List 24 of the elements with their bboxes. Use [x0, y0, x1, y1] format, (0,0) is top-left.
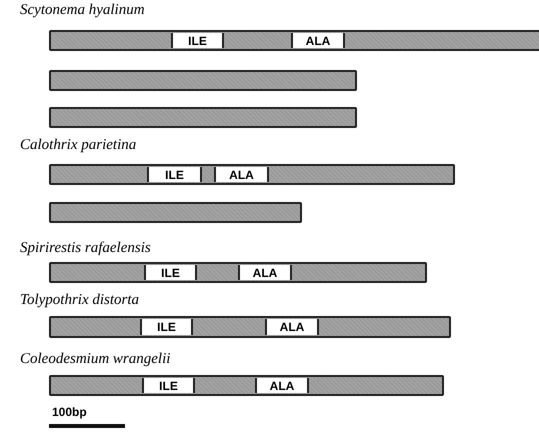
gene-map-bar — [49, 107, 357, 128]
species-name: Coleodesmium wrangelii — [20, 351, 170, 368]
trna-gene-box: ILE — [144, 265, 197, 280]
gene-map-bar — [49, 164, 455, 185]
trna-gene-box: ILE — [171, 33, 224, 48]
species-name: Calothrix parietina — [20, 137, 136, 154]
gene-map-bar — [49, 30, 539, 51]
species-name: Tolypothrix distorta — [20, 292, 140, 309]
scale-label: 100bp — [52, 405, 87, 419]
trna-gene-box: ILE — [147, 167, 202, 182]
gene-map-bar — [49, 262, 427, 283]
trna-gene-box: ALA — [265, 319, 319, 335]
trna-gene-box: ALA — [291, 33, 345, 48]
trna-gene-box: ALA — [255, 378, 309, 393]
trna-gene-box: ILE — [142, 378, 195, 393]
species-name: Scytonema hyalinum — [20, 2, 145, 19]
trna-gene-box: ILE — [140, 319, 193, 335]
gene-map-bar — [49, 70, 357, 91]
trna-gene-box: ALA — [214, 167, 269, 182]
gene-map-bar — [49, 316, 451, 338]
gene-map-bar — [49, 375, 444, 396]
gene-map-bar — [49, 202, 302, 223]
trna-gene-box: ALA — [238, 265, 292, 280]
species-name: Spirirestis rafaelensis — [20, 240, 151, 257]
